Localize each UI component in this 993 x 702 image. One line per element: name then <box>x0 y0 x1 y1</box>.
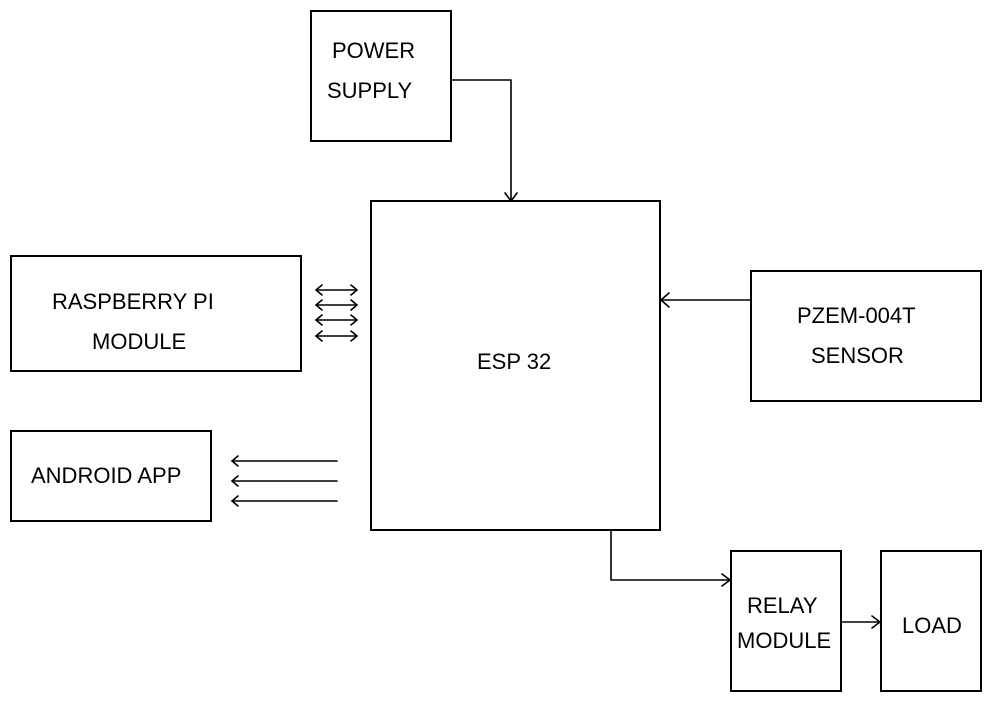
esp32-block: ESP 32 <box>370 200 661 531</box>
relay-module-block: RELAY MODULE <box>730 550 842 692</box>
pzem-sensor-label-line1: PZEM-004T <box>797 303 916 328</box>
power-to-esp32-arrow <box>451 79 518 202</box>
raspberry-esp32-bidirectional-arrows <box>315 284 358 342</box>
relay-to-load-arrow <box>841 615 881 629</box>
power-supply-label-line1: POWER <box>332 38 416 63</box>
esp32-to-android-arrows <box>231 455 338 507</box>
power-supply-label-line2: SUPPLY <box>327 78 413 103</box>
esp32-to-relay-arrow <box>610 530 731 587</box>
load-block: LOAD <box>880 550 982 692</box>
raspberry-pi-label-line2: MODULE <box>92 329 187 354</box>
relay-module-label-line2: MODULE <box>737 628 832 653</box>
pzem-sensor-label-line2: SENSOR <box>811 343 904 368</box>
load-label: LOAD <box>902 613 962 638</box>
raspberry-pi-block: RASPBERRY PI MODULE <box>10 255 302 372</box>
pzem-sensor-block: PZEM-004T SENSOR <box>750 270 982 402</box>
pzem-to-esp32-arrow <box>660 292 751 308</box>
esp32-label: ESP 32 <box>477 349 552 374</box>
power-supply-block: POWER SUPPLY <box>310 10 452 142</box>
android-app-label: ANDROID APP <box>31 463 182 488</box>
raspberry-pi-label-line1: RASPBERRY PI <box>52 289 214 314</box>
android-app-block: ANDROID APP <box>10 430 212 522</box>
relay-module-label-line1: RELAY <box>747 593 818 618</box>
